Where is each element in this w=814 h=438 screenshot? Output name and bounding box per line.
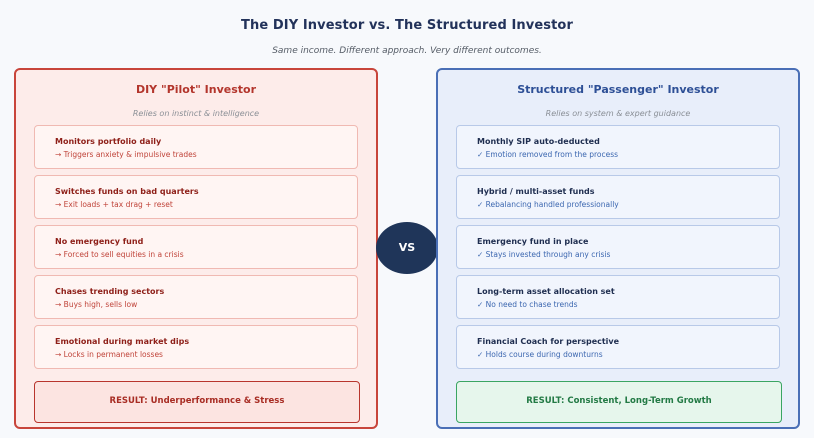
diy-item-desc: → Locks in permanent losses: [55, 350, 163, 359]
structured-panel-title: Structured "Passenger" Investor: [517, 83, 719, 96]
diy-item-title: Chases trending sectors: [55, 287, 165, 296]
diy-panel-subtitle: Relies on instinct & intelligence: [132, 109, 260, 118]
diy-item-card: Emotional during market dips → Locks in …: [34, 325, 358, 369]
diy-investor-panel: DIY "Pilot" Investor Relies on instinct …: [14, 68, 378, 429]
diy-item-desc: → Triggers anxiety & impulsive trades: [55, 150, 197, 159]
diy-item-desc: → Exit loads + tax drag + reset: [55, 200, 173, 209]
structured-item-desc: ✓ No need to chase trends: [477, 300, 578, 309]
diy-item-title: Emotional during market dips: [55, 337, 190, 346]
diy-item-card: Switches funds on bad quarters → Exit lo…: [34, 175, 358, 219]
structured-item-desc: ✓ Rebalancing handled professionally: [477, 200, 619, 209]
diy-item-title: No emergency fund: [55, 237, 144, 246]
structured-item-title: Monthly SIP auto-deducted: [477, 137, 600, 146]
structured-item-desc: ✓ Holds course during downturns: [477, 350, 603, 359]
vs-badge: VS: [376, 222, 438, 274]
page-title: The DIY Investor vs. The Structured Inve…: [241, 18, 573, 33]
structured-item-title: Hybrid / multi-asset funds: [477, 187, 595, 196]
structured-investor-panel: Structured "Passenger" Investor Relies o…: [436, 68, 800, 429]
page-subtitle: Same income. Different approach. Very di…: [272, 46, 542, 56]
diy-item-card: No emergency fund → Forced to sell equit…: [34, 225, 358, 269]
diy-item-card: Monitors portfolio daily → Triggers anxi…: [34, 125, 358, 169]
diy-item-card: Chases trending sectors → Buys high, sel…: [34, 275, 358, 319]
structured-item-card: Long-term asset allocation set ✓ No need…: [456, 275, 780, 319]
structured-item-card: Hybrid / multi-asset funds ✓ Rebalancing…: [456, 175, 780, 219]
structured-panel-subtitle: Relies on system & expert guidance: [545, 109, 691, 118]
structured-item-title: Long-term asset allocation set: [477, 287, 615, 296]
diy-item-title: Monitors portfolio daily: [55, 137, 162, 146]
structured-item-title: Emergency fund in place: [477, 237, 589, 246]
diy-panel-title: DIY "Pilot" Investor: [135, 83, 257, 96]
structured-item-desc: ✓ Stays invested through any crisis: [477, 250, 611, 259]
structured-item-card: Monthly SIP auto-deducted ✓ Emotion remo…: [456, 125, 780, 169]
diy-item-desc: → Forced to sell equities in a crisis: [55, 250, 184, 259]
structured-item-desc: ✓ Emotion removed from the process: [477, 150, 619, 159]
structured-item-card: Financial Coach for perspective ✓ Holds …: [456, 325, 780, 369]
structured-item-card: Emergency fund in place ✓ Stays invested…: [456, 225, 780, 269]
diy-result-box: RESULT: Underperformance & Stress: [34, 381, 360, 423]
diy-item-title: Switches funds on bad quarters: [55, 187, 199, 196]
structured-result-box: RESULT: Consistent, Long-Term Growth: [456, 381, 782, 423]
structured-item-title: Financial Coach for perspective: [477, 337, 620, 346]
diy-item-desc: → Buys high, sells low: [55, 300, 138, 309]
